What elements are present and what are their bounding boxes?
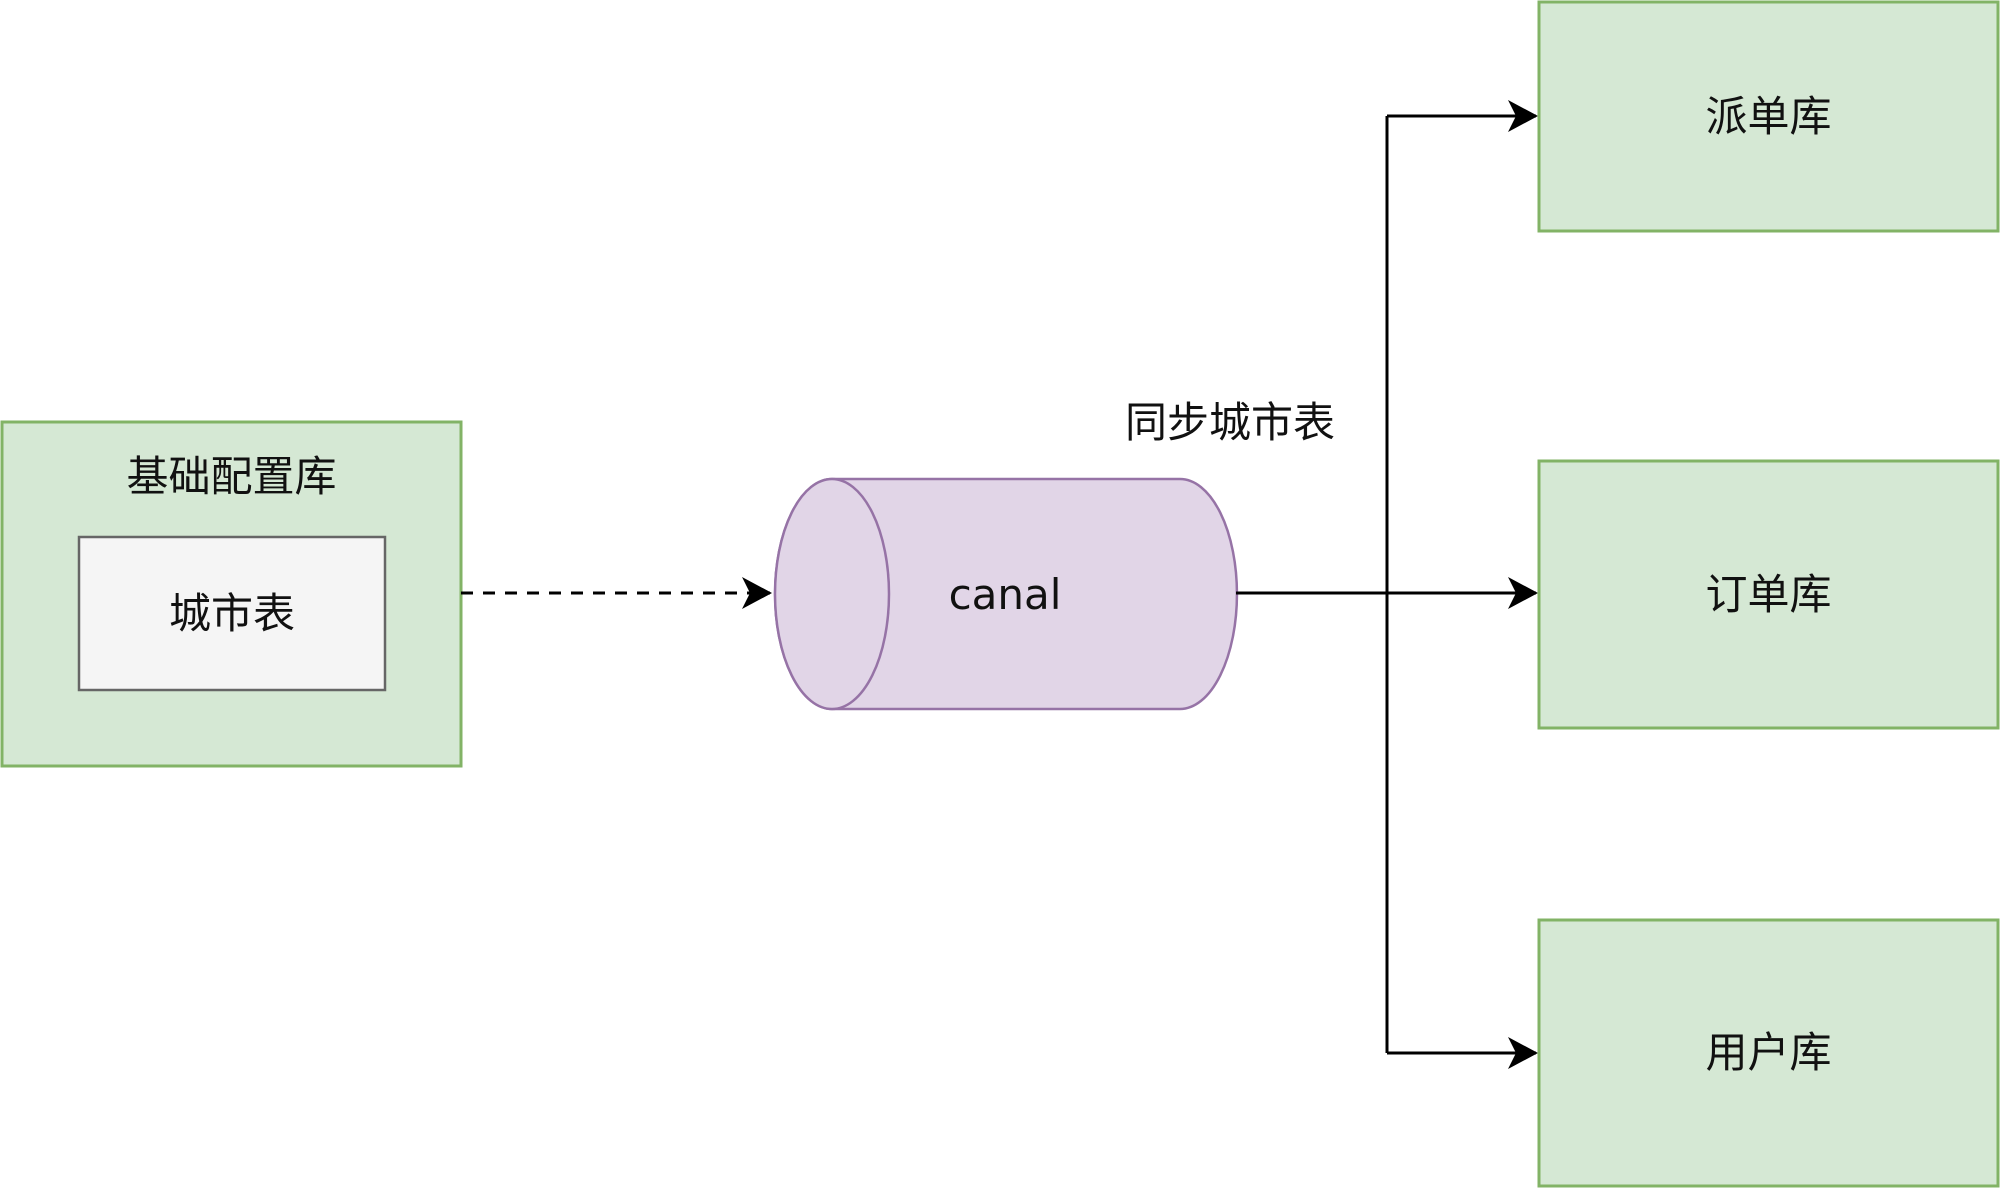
user-db-box[interactable] — [1537, 918, 2000, 1188]
city-table-box[interactable] — [77, 535, 387, 692]
user-db-label: 用户库 — [1705, 1028, 1832, 1077]
canal-cylinder-face — [773, 477, 891, 711]
dispatch-db-box[interactable] — [1537, 0, 2000, 233]
source-db-label: 基础配置库 — [126, 452, 337, 501]
sync-city-table-edge-label: 同步城市表 — [1124, 398, 1335, 447]
order-db-box[interactable] — [1537, 459, 2000, 730]
branch-to-user-db-arrowhead — [1508, 1037, 1538, 1069]
branch-to-order-db-arrowhead — [1508, 577, 1538, 609]
canal-label: canal — [948, 570, 1062, 619]
order-db-label: 订单库 — [1705, 569, 1832, 619]
city-table-label: 城市表 — [168, 588, 295, 638]
dashed-connector-arrowhead — [742, 577, 772, 609]
branch-to-dispatch-db-arrowhead — [1508, 100, 1538, 132]
dispatch-db-label: 派单库 — [1705, 91, 1832, 141]
